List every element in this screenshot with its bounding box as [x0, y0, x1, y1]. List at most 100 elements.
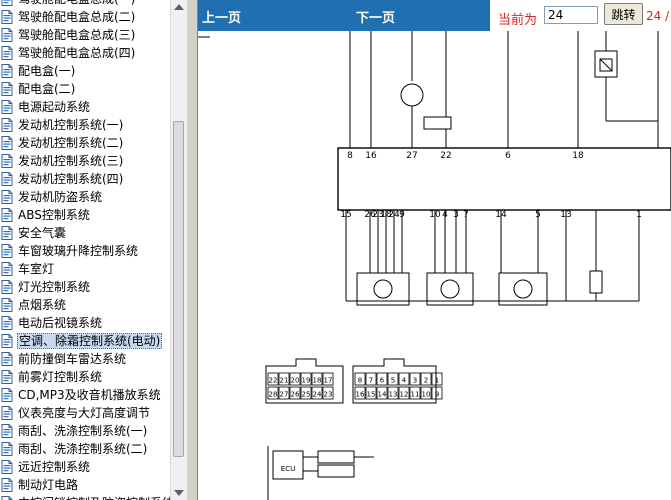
- tree-item-label: 雨刮、洗涤控制系统(一): [18, 424, 148, 438]
- connector-pin-label: 3: [413, 377, 417, 385]
- page-jump-box: 当前为 跳转 24 /: [490, 0, 671, 31]
- connector-pin-cell: [398, 372, 410, 386]
- document-icon: [1, 190, 13, 204]
- tree-item[interactable]: 发动机控制系统(二): [0, 134, 170, 152]
- document-icon: [1, 100, 13, 114]
- page-toolbar: 上一页 下一页 当前为 跳转 24 /: [198, 0, 671, 31]
- connector-pin-cell: [387, 386, 399, 400]
- tree-item[interactable]: 驾驶舱配电盒总成(二): [0, 8, 170, 26]
- tree-item-label: 发动机控制系统(三): [18, 154, 124, 168]
- tree-item[interactable]: 雨刮、洗涤控制系统(一): [0, 422, 170, 440]
- tree-item-label: 发动机控制系统(四): [18, 172, 124, 186]
- tree-item-label: CD,MP3及收音机播放系统: [18, 388, 161, 402]
- tree-item[interactable]: 配电盒(一): [0, 62, 170, 80]
- tree-item-label: 驾驶舱配电盒总成(三): [18, 28, 136, 42]
- tree-item[interactable]: 仪表亮度与大灯高度调节: [0, 404, 170, 422]
- tree-item[interactable]: 发动机控制系统(四): [0, 170, 170, 188]
- tree-item[interactable]: CD,MP3及收音机播放系统: [0, 386, 170, 404]
- document-icon: [1, 280, 13, 294]
- module-pin-label: 15: [340, 210, 351, 220]
- connector-pin-cell: [431, 386, 443, 400]
- tree-item[interactable]: 电源起动系统: [0, 98, 170, 116]
- module-pin-label: 1: [636, 210, 642, 220]
- scroll-up-icon[interactable]: [174, 4, 184, 10]
- tree-item[interactable]: 驾驶舱配电盒总成(三): [0, 26, 170, 44]
- page-total: 24 /: [646, 9, 670, 23]
- tree-item[interactable]: 远近控制系统: [0, 458, 170, 476]
- connector-pin-label: 4: [402, 377, 407, 385]
- module-pin-label: 8: [347, 151, 353, 161]
- document-icon: [1, 0, 13, 6]
- tree-item-label: 车窗玻璃升降控制系统: [18, 244, 139, 258]
- connector-pin-cell: [311, 372, 323, 386]
- current-page-label: 当前为: [498, 13, 538, 28]
- connector-pin-label: 15: [367, 391, 376, 399]
- module-pin-label: 23: [372, 210, 383, 220]
- tree-item-label: 发动机控制系统(二): [18, 136, 124, 150]
- connector-pin-cell: [431, 372, 443, 386]
- tree-item[interactable]: 发动机控制系统(一): [0, 116, 170, 134]
- module-pin-label: 18: [572, 151, 584, 161]
- tree-item[interactable]: 安全气囊: [0, 224, 170, 242]
- document-icon: [1, 406, 13, 420]
- module-pin-label: 14: [495, 210, 507, 220]
- tree-item[interactable]: 空调、除霜控制系统(电动): [0, 332, 170, 350]
- connector-pin-label: 11: [411, 391, 420, 399]
- document-icon: [1, 226, 13, 240]
- tree-item-label: 仪表亮度与大灯高度调节: [18, 406, 151, 420]
- tree-item[interactable]: 发动机控制系统(三): [0, 152, 170, 170]
- tree-item[interactable]: 车室灯: [0, 260, 170, 278]
- tree-item[interactable]: 驾驶舱配电盒总成(一): [0, 0, 170, 8]
- tree-item-label: 中控门锁控制及防盗控制系统: [17, 496, 175, 500]
- tree-item[interactable]: 制动灯电路: [0, 476, 170, 494]
- tree-item[interactable]: 配电盒(二): [0, 80, 170, 98]
- tree-list: 驾驶舱配电盒总成(一) 驾驶舱配电盒总成(二) 驾驶舱配电盒总成(三) 驾驶舱配电盒总…: [0, 0, 174, 500]
- tree-item[interactable]: 前雾灯控制系统: [0, 368, 170, 386]
- connector-pin-label: 27: [280, 391, 289, 399]
- connector-pin-label: 7: [369, 377, 373, 385]
- module-pin-label: 27: [406, 151, 417, 161]
- frame-splitter[interactable]: [187, 0, 198, 500]
- tree-item[interactable]: 灯光控制系统: [0, 278, 170, 296]
- connector-pin-label: 19: [302, 377, 311, 385]
- document-icon: [1, 46, 13, 60]
- document-icon: [1, 244, 13, 258]
- prev-page-link[interactable]: 上一页: [202, 11, 242, 26]
- document-icon: [1, 496, 13, 500]
- document-icon: [1, 10, 13, 24]
- connector-pin-label: 23: [324, 391, 333, 399]
- tree-item[interactable]: 中控门锁控制及防盗控制系统: [0, 494, 174, 500]
- scroll-down-icon[interactable]: [174, 490, 184, 496]
- tree-item[interactable]: 发动机防盗系统: [0, 188, 170, 206]
- tree-item[interactable]: 电动后视镜系统: [0, 314, 170, 332]
- document-icon: [1, 370, 13, 384]
- tree-item-label: 电源起动系统: [18, 100, 91, 114]
- tree-item[interactable]: 雨刮、洗涤控制系统(二): [0, 440, 170, 458]
- next-page-link[interactable]: 下一页: [356, 11, 396, 26]
- document-icon: [1, 334, 13, 348]
- module-pin-label: 10: [429, 210, 441, 220]
- sidebar-scrollbar[interactable]: [170, 0, 187, 500]
- connector-pin-cell: [322, 372, 334, 386]
- scrollbar-thumb[interactable]: [173, 121, 184, 457]
- document-icon: [1, 478, 13, 492]
- tree-item[interactable]: 点烟系统: [0, 296, 170, 314]
- module-pin-label: 13: [560, 210, 571, 220]
- go-button[interactable]: 跳转: [604, 3, 643, 25]
- tree-item[interactable]: ABS控制系统: [0, 206, 170, 224]
- tree-item[interactable]: 车窗玻璃升降控制系统: [0, 242, 170, 260]
- tree-item[interactable]: 前防撞倒车雷达系统: [0, 350, 170, 368]
- connector-pin-label: 10: [422, 391, 431, 399]
- connector-pin-label: 14: [378, 391, 387, 399]
- connector-pin-cell: [365, 372, 377, 386]
- tree-item-label: 发动机防盗系统: [18, 190, 103, 204]
- tree-item-label: 发动机控制系统(一): [18, 118, 124, 132]
- connector-pin-label: 17: [324, 377, 333, 385]
- tree-item-label: 驾驶舱配电盒总成(二): [18, 10, 136, 24]
- connector-pin-cell: [376, 372, 388, 386]
- tree-item[interactable]: 驾驶舱配电盒总成(四): [0, 44, 170, 62]
- page-number-input[interactable]: [544, 6, 598, 24]
- connector-pin-cell: [376, 386, 388, 400]
- document-icon: [1, 208, 13, 222]
